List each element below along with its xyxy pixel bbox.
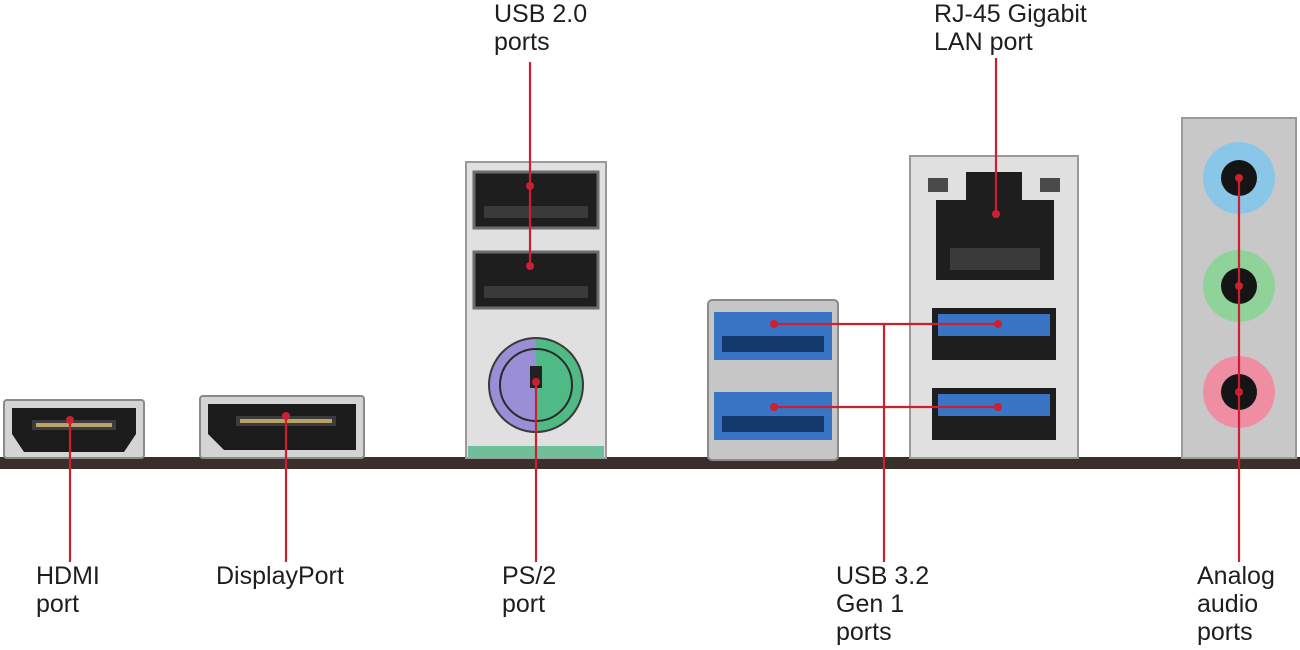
label-usb2: USB 2.0 ports (494, 0, 587, 56)
label-audio-line1: Analog (1197, 562, 1275, 590)
label-ps2-line2: port (502, 590, 546, 618)
label-audio-line3: ports (1197, 618, 1253, 646)
label-rj45-line2: LAN port (934, 28, 1033, 56)
leader-dots (66, 174, 1243, 424)
label-rj45-line1: RJ-45 Gigabit (934, 0, 1087, 28)
label-usb32-line3: ports (836, 618, 892, 646)
usb32-stack-left (707, 299, 839, 461)
label-ps2-line1: PS/2 (502, 562, 557, 590)
label-audio-line2: audio (1197, 590, 1259, 618)
rj45-usb32-stack (909, 155, 1079, 459)
label-audio: Analog audio ports (1197, 562, 1275, 646)
label-hdmi-line1: HDMI (36, 562, 100, 590)
label-usb2-line2: ports (494, 28, 550, 56)
label-hdmi: HDMI port (36, 562, 100, 618)
label-usb32-line2: Gen 1 (836, 590, 905, 618)
label-displayport: DisplayPort (216, 562, 344, 590)
label-rj45: RJ-45 Gigabit LAN port (934, 0, 1087, 56)
label-usb32-line1: USB 3.2 (836, 562, 930, 590)
board-edge (0, 457, 1300, 469)
label-usb2-line1: USB 2.0 (494, 0, 588, 28)
label-usb32: USB 3.2 Gen 1 ports (836, 562, 929, 646)
displayport-port (199, 395, 365, 459)
label-hdmi-line2: port (36, 590, 80, 618)
label-ps2: PS/2 port (502, 562, 556, 618)
leader-lines (68, 58, 1241, 562)
label-displayport-line1: DisplayPort (216, 562, 344, 590)
hdmi-port (3, 399, 145, 459)
